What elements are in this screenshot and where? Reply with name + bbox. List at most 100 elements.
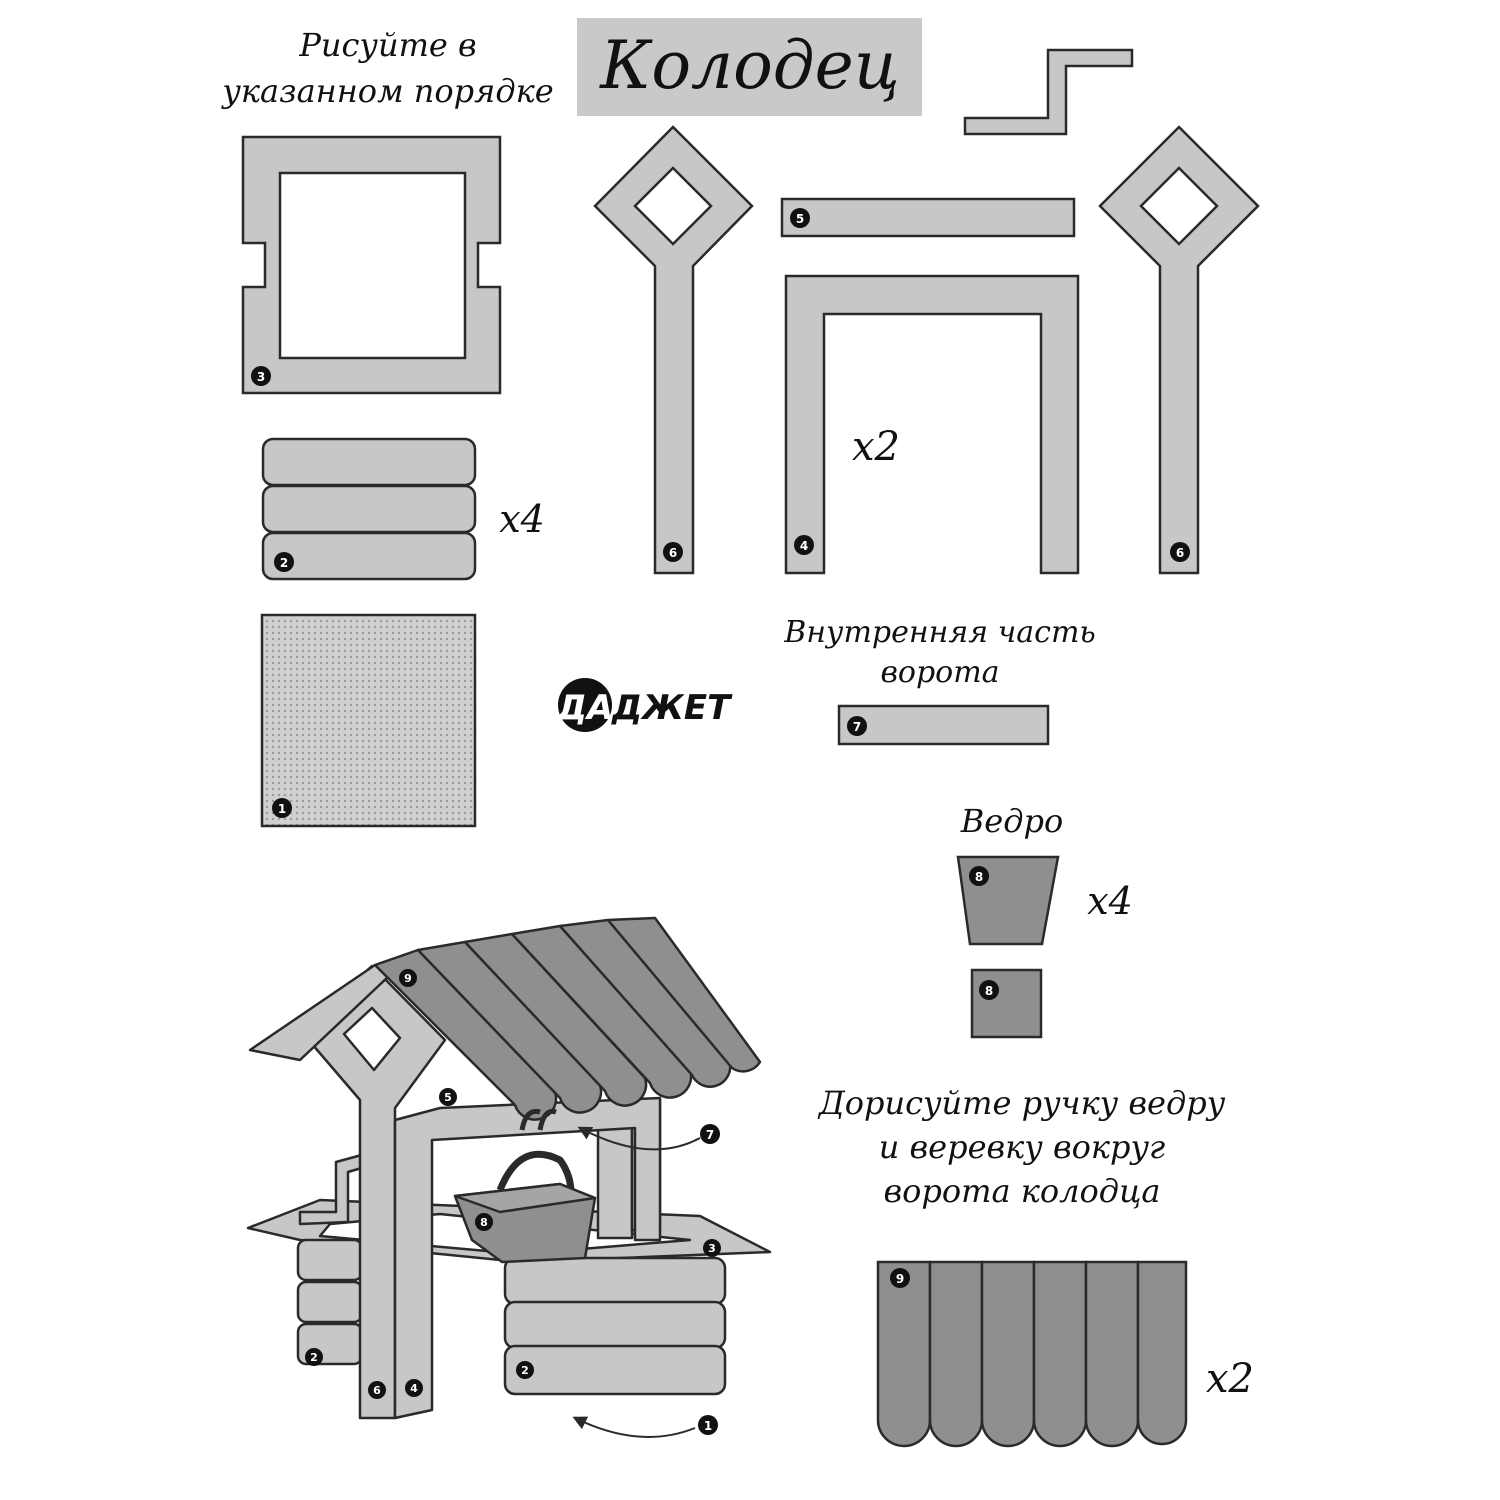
gate-inner-label: Внутренняя часть ворота xyxy=(783,615,1096,690)
logs-multiplier: x4 xyxy=(499,497,545,541)
post-left-shape xyxy=(593,125,754,575)
part-number-2: 2 xyxy=(280,556,288,570)
roof-plank-4 xyxy=(1032,1260,1088,1448)
part-badge-2 xyxy=(274,552,294,572)
well-roof-plank-3 xyxy=(463,932,648,1107)
well-badge-1 xyxy=(698,1415,718,1435)
log-2 xyxy=(261,484,477,534)
post-part-left: 6 xyxy=(593,125,754,575)
well-badge-8 xyxy=(475,1213,493,1231)
gate-callout-arrow xyxy=(577,1126,701,1151)
well-badge-5 xyxy=(439,1088,457,1106)
logo-circle xyxy=(558,678,612,732)
box-frame-opening xyxy=(278,171,467,360)
roof-panel-part: 9 xyxy=(876,1260,1188,1448)
bucket-multiplier: x4 xyxy=(1087,879,1133,923)
part-badge-8-bottom xyxy=(979,980,999,1000)
part-badge-1 xyxy=(272,798,292,818)
part-number-6-left: 6 xyxy=(669,546,677,560)
well-number-4: 4 xyxy=(410,1382,418,1395)
part-badge-8-side xyxy=(969,866,989,886)
logs-part: 2 xyxy=(261,437,477,581)
log-3 xyxy=(261,531,477,581)
base-part: 1 xyxy=(260,613,477,828)
page-title: Колодец xyxy=(598,27,900,104)
brand-logo: ДА ДЖЕТ xyxy=(556,678,733,732)
roof-plank-5 xyxy=(1084,1260,1140,1448)
arch-frame-part: 4 xyxy=(784,274,1080,575)
well-badge-4 xyxy=(405,1379,423,1397)
well-badge-2-front xyxy=(516,1361,534,1379)
well-number-1: 1 xyxy=(704,1419,712,1433)
well-number-5: 5 xyxy=(444,1091,452,1104)
order-instruction-line-2: указанном порядке xyxy=(220,72,553,110)
finish-instruction-line-2: и веревку вокруг xyxy=(879,1128,1165,1166)
order-instruction: Рисуйте в указанном порядке xyxy=(220,26,553,110)
part-badge-3 xyxy=(251,366,271,386)
well-left-log-1 xyxy=(296,1238,364,1282)
logo-right: ДЖЕТ xyxy=(611,688,733,728)
bucket-bottom-part: 8 xyxy=(970,968,1043,1039)
well-left-post-window xyxy=(342,1006,402,1072)
part-badge-9-panel xyxy=(890,1268,910,1288)
well-number-3: 3 xyxy=(708,1242,716,1255)
post-left-window xyxy=(633,166,713,246)
well-badge-9 xyxy=(399,969,417,987)
arch-frame-shape xyxy=(784,274,1080,575)
well-left-log-2 xyxy=(296,1280,364,1324)
well-number-2-front: 2 xyxy=(521,1364,529,1377)
well-number-9: 9 xyxy=(404,972,412,985)
well-badge-7 xyxy=(700,1124,720,1144)
log-1 xyxy=(261,437,477,487)
roof-plank-3 xyxy=(980,1260,1036,1448)
part-badge-4 xyxy=(794,535,814,555)
post-part-right: 6 xyxy=(1098,125,1260,575)
frame-multiplier: x2 xyxy=(852,424,900,470)
well-badge-3 xyxy=(703,1239,721,1257)
logo-left: ДА xyxy=(556,688,614,728)
gate-inner-label-line-1: Внутренняя часть xyxy=(783,615,1096,650)
post-right-window xyxy=(1139,166,1219,246)
part-badge-6-left xyxy=(663,542,683,562)
bucket-bottom-shape xyxy=(970,968,1043,1039)
assembled-well-illustration: 3 2 2 6 4 5 xyxy=(246,916,772,1438)
well-number-8: 8 xyxy=(480,1216,488,1229)
gate-crank-part xyxy=(963,48,1134,136)
well-bucket-rim xyxy=(453,1182,597,1214)
base-square xyxy=(260,613,477,828)
part-number-9-panel: 9 xyxy=(896,1272,904,1286)
part-number-4: 4 xyxy=(800,539,808,553)
part-number-1: 1 xyxy=(278,802,286,816)
gate-shape xyxy=(837,704,1050,746)
bucket-side-part: 8 xyxy=(956,855,1060,946)
well-number-7: 7 xyxy=(706,1128,714,1142)
part-number-8-side: 8 xyxy=(975,870,983,884)
box-frame-part: 3 xyxy=(241,135,502,395)
gate-part: 7 xyxy=(837,704,1050,746)
well-front-log-1 xyxy=(503,1256,727,1306)
part-number-6-right: 6 xyxy=(1176,546,1184,560)
well-badge-6 xyxy=(368,1381,386,1399)
part-number-3: 3 xyxy=(257,370,265,384)
well-front-log-3 xyxy=(503,1344,727,1396)
crank-shape xyxy=(963,48,1134,136)
title-block: Колодец xyxy=(577,18,922,116)
well-number-6: 6 xyxy=(373,1384,381,1397)
title-background xyxy=(577,18,922,116)
part-number-5: 5 xyxy=(796,212,804,226)
post-right-shape xyxy=(1098,125,1260,575)
well-badge-2-left xyxy=(305,1348,323,1366)
finish-instruction-line-3: ворота колодца xyxy=(884,1172,1161,1210)
part-number-7: 7 xyxy=(853,720,861,734)
well-number-2-left: 2 xyxy=(310,1351,318,1364)
part-badge-7 xyxy=(847,716,867,736)
finish-instruction: Дорисуйте ручку ведру и веревку вокруг в… xyxy=(817,1084,1226,1210)
part-badge-6-right xyxy=(1170,542,1190,562)
roof-multiplier: x2 xyxy=(1206,1356,1254,1402)
order-instruction-line-1: Рисуйте в xyxy=(298,26,476,64)
roof-plank-2 xyxy=(928,1260,984,1448)
beam-shape xyxy=(780,197,1076,238)
well-roof-plank-6 xyxy=(606,916,762,1073)
part-number-8-bottom: 8 xyxy=(985,984,993,998)
